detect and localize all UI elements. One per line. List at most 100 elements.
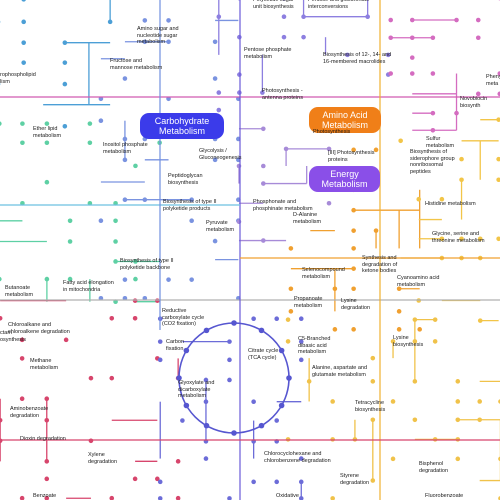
- label-carbon-fixation: Carbon fixation: [166, 339, 185, 352]
- label-aminobenzoate: Aminobenzoate degradation: [10, 406, 49, 419]
- compound-node: [203, 377, 209, 383]
- compound-node: [351, 266, 356, 271]
- compound-node: [237, 72, 242, 77]
- label-pentose-phosphate: Pentose phosphate metabolism: [244, 47, 292, 60]
- compound-node: [298, 316, 304, 322]
- compound-node: [133, 276, 138, 282]
- label-polyketide-products: Biosynthesis of type II polyketide produ…: [163, 199, 217, 212]
- label-histidine: Histidine metabolism: [425, 201, 476, 207]
- compound-node: [417, 327, 422, 332]
- compound-node: [122, 76, 128, 81]
- compound-node: [261, 181, 266, 186]
- compound-node: [157, 339, 163, 344]
- compound-node: [251, 479, 256, 485]
- compound-node: [21, 19, 26, 25]
- label-siderophore: Biosynthesis of siderophore group nonrib…: [410, 149, 455, 175]
- compound-node: [63, 337, 69, 343]
- compound-node: [416, 196, 422, 202]
- compound-node: [44, 495, 50, 500]
- compound-node: [412, 417, 418, 423]
- compound-node: [109, 495, 115, 500]
- label-fructose-mannose: Fructose and mannose metabolism: [110, 58, 163, 71]
- compound-node: [396, 286, 402, 292]
- compound-node: [283, 146, 289, 152]
- compound-node: [175, 459, 181, 464]
- compound-node: [409, 55, 415, 60]
- tca-cycle-node: [231, 320, 237, 326]
- compound-node: [212, 76, 218, 81]
- compound-node: [459, 156, 464, 162]
- compound-node: [166, 277, 171, 282]
- compound-node: [430, 35, 436, 41]
- compound-node: [298, 496, 304, 500]
- label-ketone-bodies: Synthesis and degradation of ketone bodi…: [362, 255, 398, 274]
- compound-node: [157, 496, 163, 500]
- tca-cycle-node: [203, 422, 210, 429]
- compound-node: [455, 399, 461, 404]
- compound-node: [351, 286, 356, 292]
- label-c5-branched: C5-Branched dibasic acid metabolism: [298, 336, 331, 355]
- compound-node: [175, 495, 181, 500]
- compound-node: [396, 309, 402, 314]
- label-glycolysis: Glycolysis / Gluconeogenesis: [199, 148, 242, 161]
- label-inositol: Inositol phosphate metabolism: [103, 142, 148, 155]
- carbohydrate-metabolism-badge[interactable]: Carbohydrate Metabolism: [140, 113, 224, 139]
- compound-node: [455, 456, 461, 462]
- compound-node: [370, 379, 376, 384]
- compound-node: [330, 496, 335, 500]
- tca-cycle-node: [176, 375, 182, 381]
- label-actam: ctam osynthesis: [0, 330, 26, 343]
- label-selenocompound: Selenocompound metabolism: [302, 267, 345, 280]
- compound-node: [326, 146, 332, 152]
- compound-node: [477, 318, 483, 323]
- compound-node: [98, 295, 104, 301]
- compound-node: [285, 437, 291, 442]
- compound-node: [132, 315, 138, 321]
- compound-node: [390, 399, 396, 404]
- compound-node: [409, 35, 415, 41]
- compound-node: [370, 417, 376, 423]
- compound-node: [109, 315, 115, 321]
- label-bisphenol: Bisphenol degradation: [419, 461, 449, 474]
- compound-node: [497, 91, 500, 97]
- compound-node: [122, 157, 128, 163]
- compound-node: [332, 286, 338, 292]
- compound-node: [261, 126, 266, 132]
- compound-node: [260, 90, 265, 95]
- compound-node: [351, 207, 356, 213]
- label-photosynthesis-antenna: Photosynthesis - antenna proteins: [262, 88, 303, 101]
- compound-node: [212, 39, 218, 45]
- compound-node: [261, 238, 266, 243]
- compound-node: [166, 18, 171, 23]
- compound-node: [44, 179, 50, 185]
- compound-node: [98, 96, 104, 102]
- compound-node: [301, 14, 306, 20]
- compound-node: [385, 52, 391, 58]
- compound-node: [227, 377, 232, 383]
- compound-node: [142, 39, 148, 45]
- compound-node: [285, 317, 291, 322]
- compound-node: [0, 121, 2, 126]
- label-benzoate: Benzoate: [33, 493, 57, 499]
- compound-node: [388, 71, 394, 76]
- energy-metabolism-badge[interactable]: Energy Metabolism: [309, 166, 380, 192]
- tca-cycle-node: [258, 422, 265, 429]
- compound-node: [20, 121, 25, 126]
- compound-node: [439, 236, 445, 242]
- compound-node: [285, 339, 291, 344]
- compound-node: [496, 177, 500, 183]
- compound-node: [62, 60, 68, 65]
- compound-node: [212, 157, 218, 163]
- label-photosynthesis-proteins: [III] Photosynthesis proteins: [328, 150, 375, 163]
- compound-node: [439, 196, 445, 202]
- compound-node: [132, 476, 138, 482]
- compound-node: [113, 259, 118, 264]
- compound-node: [288, 246, 294, 251]
- label-peptidoglycan: Peptidoglycan biosynthesis: [168, 173, 203, 186]
- compound-node: [227, 496, 232, 500]
- compound-node: [157, 357, 163, 363]
- compound-node: [345, 52, 350, 58]
- amino-acid-metabolism-badge[interactable]: Amino Acid Metabolism: [309, 107, 381, 133]
- compound-node: [330, 437, 335, 442]
- label-pyruvate: Pyruvate metabolism: [206, 220, 235, 233]
